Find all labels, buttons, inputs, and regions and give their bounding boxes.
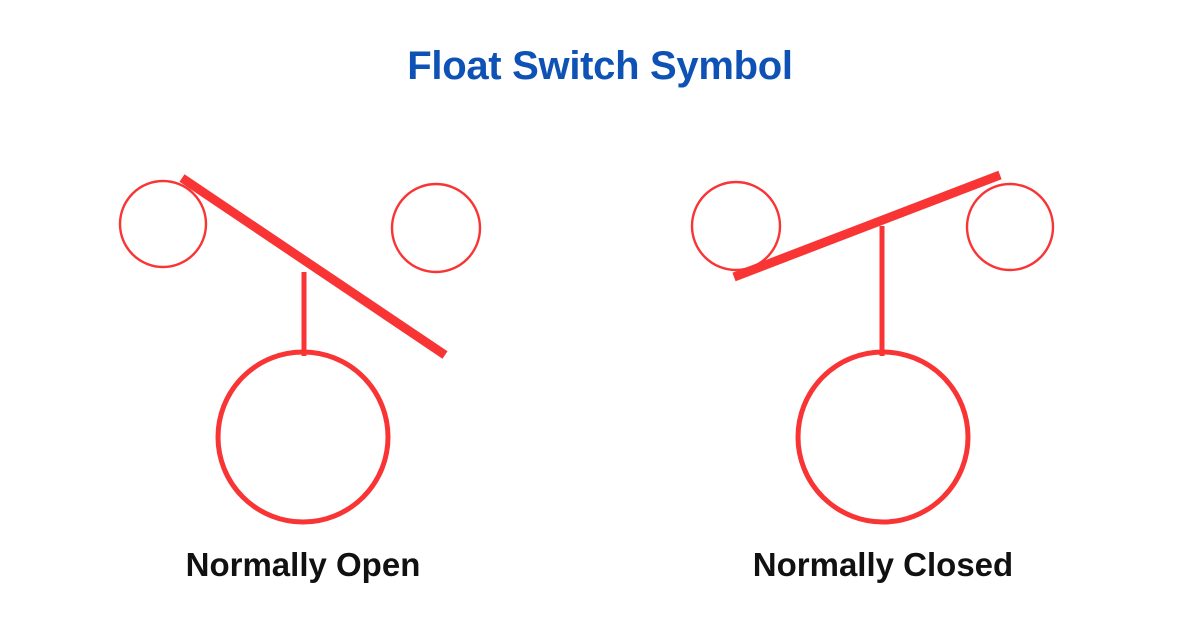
diagram-normally-open [118, 174, 482, 525]
terminal-left-circle [690, 180, 782, 272]
float-ball-circle [795, 349, 971, 525]
lever-arm [732, 170, 1002, 282]
diagram-normally-closed [690, 170, 1055, 525]
caption-normally-open: Normally Open [185, 546, 421, 583]
lever-arm [179, 174, 448, 359]
float-ball-circle [215, 349, 391, 525]
terminal-right-circle [390, 182, 482, 274]
terminal-left-circle [118, 179, 208, 269]
caption-normally-closed: Normally Closed [752, 546, 1014, 583]
page-title: Float Switch Symbol [407, 44, 793, 88]
terminal-right-circle [965, 182, 1055, 272]
